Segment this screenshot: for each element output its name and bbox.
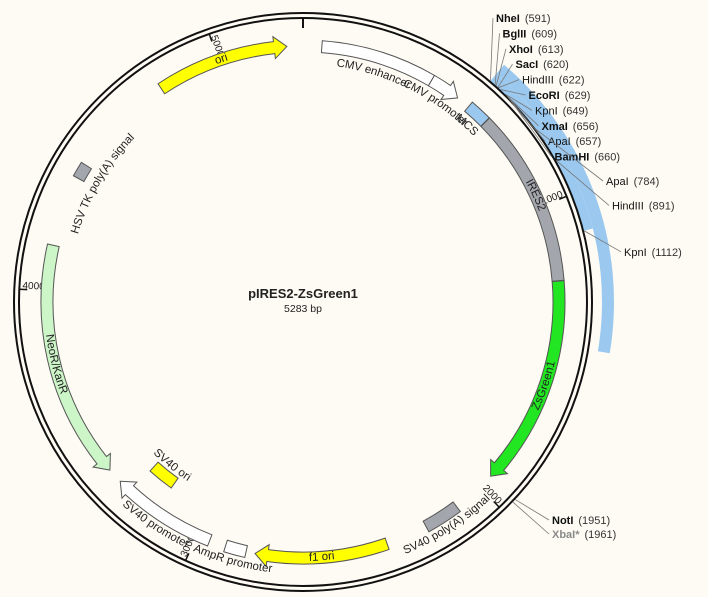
site-name: ApaI [548, 136, 571, 148]
site-leader-bglii [494, 33, 500, 85]
site-position: (609) [531, 28, 557, 40]
site-apai-1[interactable]: ApaI (657) [548, 136, 601, 148]
site-position: (622) [559, 75, 585, 87]
site-apai-2[interactable]: ApaI (784) [606, 176, 659, 188]
site-position: (657) [576, 136, 602, 148]
site-name: BglII [503, 28, 527, 40]
site-kpni-2[interactable]: KpnI (1112) [624, 247, 682, 259]
feature-sv40-ori[interactable] [149, 461, 179, 489]
site-saci[interactable]: SacI (620) [516, 59, 569, 71]
site-position: (649) [563, 105, 589, 117]
site-leader-xbai [512, 501, 550, 535]
site-name: ApaI [606, 176, 629, 188]
site-name: KpnI [535, 105, 558, 117]
site-xbai[interactable]: XbaI* (1961) [552, 529, 616, 541]
site-name: XbaI* [552, 529, 580, 541]
feature-label-neor-kanr: NeoR/KanR [43, 333, 70, 395]
site-ecori[interactable]: EcoRI (629) [529, 90, 591, 102]
site-leader-xhoi [495, 48, 507, 86]
center-label: pIRES2-ZsGreen1 5283 bp [248, 286, 358, 315]
site-name: NheI [496, 13, 520, 25]
feature-ampr-promoter[interactable] [223, 539, 249, 559]
feature-sv40-polya[interactable] [422, 501, 462, 533]
site-position: (591) [525, 13, 551, 25]
feature-neor-kanr[interactable] [40, 243, 111, 471]
site-leader-saci [497, 63, 513, 88]
feature-f1-ori[interactable] [254, 537, 390, 568]
feature-ori[interactable] [157, 35, 288, 95]
site-position: (660) [594, 152, 620, 164]
site-leader-hindiii-1 [498, 79, 520, 89]
site-name: EcoRI [529, 90, 560, 102]
site-position: (620) [543, 59, 569, 71]
label-guide [123, 411, 235, 501]
site-bamhi[interactable]: BamHI (660) [555, 152, 621, 164]
site-leader-apai-2 [535, 128, 604, 182]
site-name: HindIII [612, 200, 644, 212]
site-noti[interactable]: NotI (1951) [552, 515, 610, 527]
plasmid-name: pIRES2-ZsGreen1 [248, 286, 358, 301]
feature-label-ori: ori [213, 52, 229, 67]
site-leader-noti [515, 499, 550, 521]
site-position: (1961) [585, 529, 617, 541]
feature-label-text: NeoR/KanR [43, 333, 70, 395]
site-name: XhoI [509, 44, 533, 56]
site-position: (1112) [652, 247, 682, 259]
site-name: SacI [516, 59, 539, 71]
backbone-inner-ring [18, 17, 588, 587]
site-position: (656) [573, 121, 599, 133]
site-name: XmaI [542, 121, 568, 133]
site-position: (629) [565, 90, 591, 102]
plasmid-size: 5283 bp [284, 303, 322, 315]
backbone-outer-ring [13, 12, 593, 592]
feature-sv40-promoter[interactable] [119, 480, 213, 547]
site-nhei[interactable]: NheI (591) [496, 13, 551, 25]
site-position: (613) [538, 44, 564, 56]
feature-label-text: ori [213, 52, 229, 67]
site-position: (891) [649, 200, 675, 212]
site-xmai[interactable]: XmaI (656) [542, 121, 599, 133]
tick-mark [184, 552, 190, 561]
site-name: NotI [552, 515, 573, 527]
blue-band-outer [496, 64, 615, 354]
site-name: BamHI [555, 152, 590, 164]
tick-mark [558, 195, 567, 200]
label-guide [69, 118, 152, 259]
site-name: HindIII [522, 75, 554, 87]
site-hindiii-1[interactable]: HindIII (622) [522, 75, 584, 87]
feature-label-text: f1 ori [309, 550, 335, 564]
site-hindiii-2[interactable]: HindIII (891) [612, 200, 674, 212]
site-xhoi[interactable]: XhoI (613) [509, 44, 564, 56]
tick-mark [493, 500, 500, 508]
site-leader-hindiii-2 [555, 159, 610, 206]
site-leader-bamhi [507, 96, 552, 157]
site-leader-nhei [490, 17, 494, 81]
feature-label-text: HSV TK poly(A) signal [69, 132, 137, 236]
site-position: (784) [634, 176, 660, 188]
feature-cmv-promoter[interactable] [427, 74, 459, 101]
feature-zsgreen1[interactable] [490, 280, 566, 477]
site-leader-xmai [506, 95, 539, 127]
site-bglii[interactable]: BglII (609) [503, 28, 558, 40]
site-leader-apai-1 [506, 95, 546, 142]
site-name: KpnI [624, 247, 647, 259]
feature-hsv-tk-polya[interactable] [72, 161, 93, 183]
site-leader-kpni-2 [583, 230, 622, 253]
site-leader-ecori [500, 89, 526, 96]
tick-label: 4000 [22, 281, 45, 293]
site-layer: NheI (591) BglII (609) XhoI (613) SacI (620) Hin… [490, 13, 682, 541]
feature-label-hsv-tk-polya: HSV TK poly(A) signal [69, 132, 137, 236]
site-leader-kpni-1 [505, 93, 533, 111]
backbone [13, 12, 593, 592]
feature-label-f1-ori: f1 ori [309, 550, 335, 564]
label-guide [404, 180, 559, 537]
tick-mark [208, 33, 213, 42]
site-kpni-1[interactable]: KpnI (649) [535, 105, 588, 117]
site-position: (1951) [578, 515, 610, 527]
